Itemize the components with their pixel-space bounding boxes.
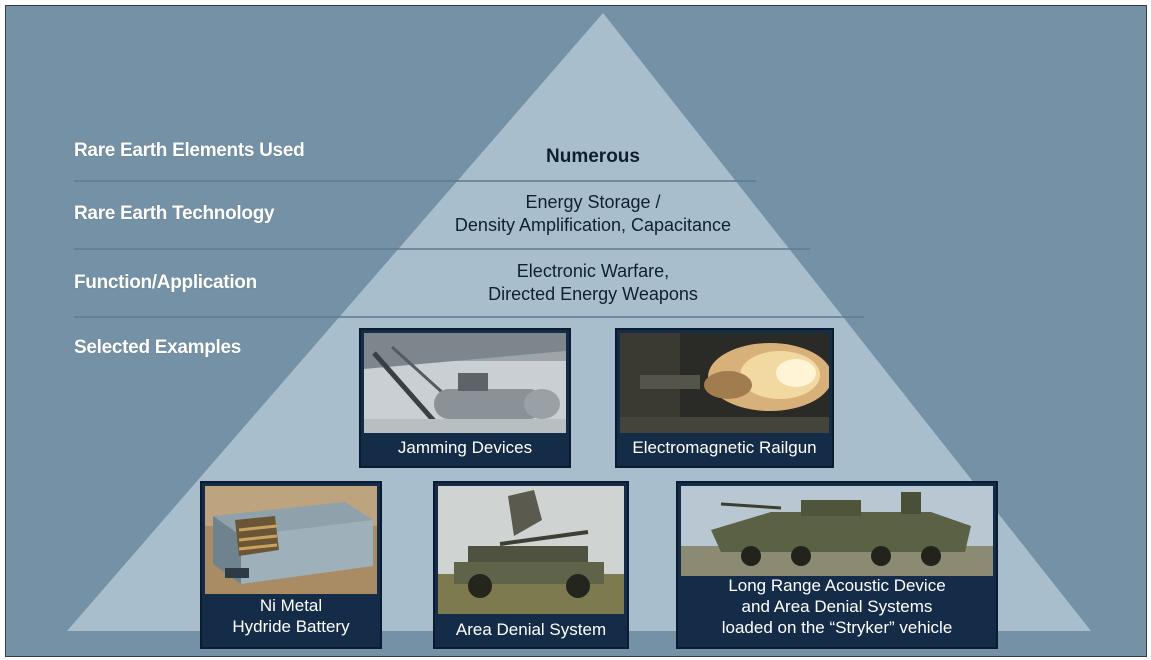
row-label-examples: Selected Examples: [74, 337, 242, 358]
pyramid-graphic: [67, 13, 1091, 631]
tier-technology-text: Energy Storage / Density Amplification, …: [393, 191, 793, 237]
tier-technology-line1: Energy Storage /: [525, 192, 661, 212]
jamming-pod-photo: [364, 333, 566, 433]
stryker-caption-line1: Long Range Acoustic Device: [728, 576, 946, 595]
tier-function-text: Electronic Warfare, Directed Energy Weap…: [393, 260, 793, 306]
stryker-photo: [681, 486, 993, 576]
row-label-elements: Rare Earth Elements Used: [74, 140, 305, 161]
tier-technology-line2: Density Amplification, Capacitance: [454, 215, 732, 235]
diagram-frame: Rare Earth Elements Used Rare Earth Tech…: [5, 5, 1147, 657]
tier-elements-text: Numerous: [546, 146, 640, 167]
stryker-caption-line3: loaded on the “Stryker” vehicle: [721, 618, 953, 637]
railgun-caption: Electromagnetic Railgun: [632, 438, 817, 457]
pyramid-shape: [67, 13, 1091, 631]
row-label-function: Function/Application: [74, 272, 257, 293]
battery-caption: Ni Metal Hydride Battery: [202, 592, 380, 647]
example-card-stryker: Long Range Acoustic Device and Area Deni…: [676, 481, 998, 649]
example-card-jamming: Jamming Devices: [359, 328, 571, 468]
tier-function-line1: Electronic Warfare,: [516, 261, 670, 281]
row-label-technology: Rare Earth Technology: [74, 203, 275, 224]
railgun-photo: [620, 333, 829, 433]
stryker-caption: Long Range Acoustic Device and Area Deni…: [678, 573, 996, 647]
area-denial-photo: [438, 486, 624, 614]
area-denial-caption: Area Denial System: [455, 620, 607, 639]
tier-function-line2: Directed Energy Weapons: [488, 284, 698, 304]
example-card-battery: Ni Metal Hydride Battery: [200, 481, 382, 649]
battery-caption-line1: Ni Metal: [259, 596, 323, 615]
example-card-railgun: Electromagnetic Railgun: [615, 328, 834, 468]
example-card-area-denial: Area Denial System: [433, 481, 629, 649]
jamming-caption: Jamming Devices: [397, 438, 533, 457]
stryker-caption-line2: and Area Denial Systems: [741, 597, 933, 616]
battery-photo: [205, 486, 377, 594]
battery-caption-line2: Hydride Battery: [232, 617, 350, 636]
